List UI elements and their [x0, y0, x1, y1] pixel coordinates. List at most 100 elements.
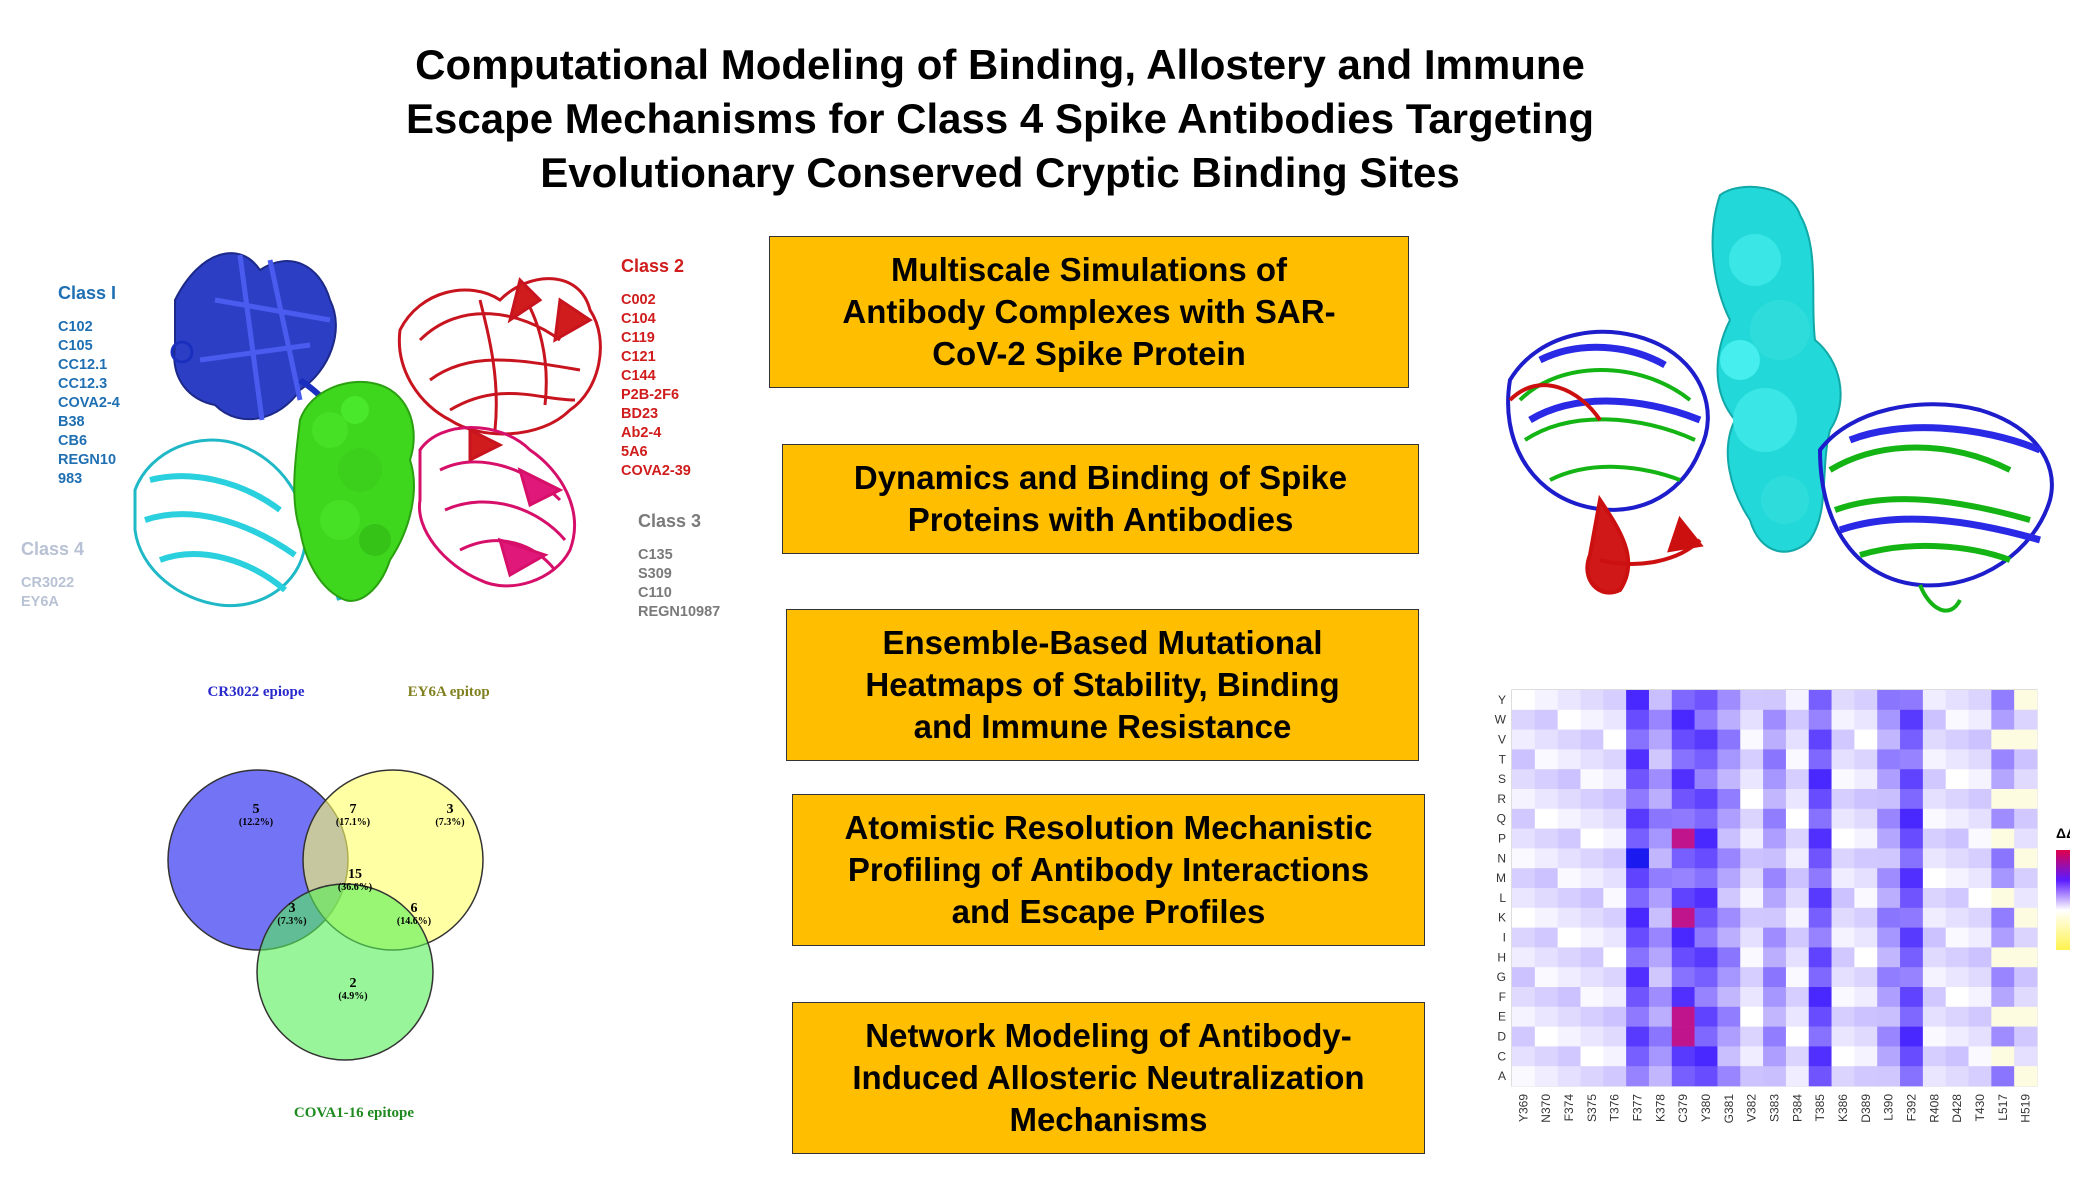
venn-region-pct: (17.1%)	[336, 817, 370, 828]
heatmap-cell	[1763, 1026, 1787, 1047]
heatmap-cell	[1785, 967, 1810, 988]
heatmap-cell	[1785, 1006, 1810, 1027]
heatmap-cell	[1785, 848, 1810, 869]
box-line: Mechanisms	[1009, 1101, 1208, 1138]
heatmap-cell	[1831, 967, 1855, 988]
heatmap-col-label: R408	[1927, 1094, 1941, 1123]
heatmap-cell	[1648, 789, 1673, 810]
heatmap-col-label: K386	[1836, 1094, 1850, 1122]
left-antibody-ribbons	[1506, 329, 1710, 595]
heatmap-cell	[1945, 947, 1969, 968]
heatmap-cell	[1603, 947, 1627, 968]
heatmap-cell	[1900, 789, 1924, 810]
class1-list: C102 C105 CC12.1 CC12.3 COVA2-4 B38 CB6 …	[58, 318, 120, 489]
heatmap-cell	[1671, 1066, 1695, 1087]
box-line: Antibody Complexes with SAR-	[842, 293, 1336, 330]
heatmap-cell	[1512, 868, 1536, 889]
heatmap-cell	[1900, 967, 1924, 988]
heatmap-cell	[1740, 828, 1764, 849]
heatmap-row-label: F	[1499, 990, 1506, 1004]
heatmap-cell	[1922, 828, 1946, 849]
heatmap-cell	[1900, 729, 1924, 750]
heatmap-cell	[1991, 967, 2015, 988]
heatmap-cell	[1991, 987, 2015, 1008]
heatmap-cell	[1945, 729, 1969, 750]
heatmap-cell	[1717, 987, 1741, 1008]
heatmap-cell	[1626, 729, 1650, 750]
heatmap-cell	[1968, 808, 1992, 829]
heatmap-cell	[1922, 1046, 1946, 1067]
box-multiscale-simulations: Multiscale Simulations of Antibody Compl…	[769, 236, 1409, 388]
heatmap-cell	[1557, 927, 1581, 948]
heatmap-cell	[1831, 769, 1855, 790]
heatmap-cell	[1603, 729, 1627, 750]
heatmap-cell	[1626, 709, 1650, 730]
heatmap-cell	[1534, 769, 1558, 790]
class1-item: B38	[58, 414, 85, 430]
heatmap-cell	[1603, 1026, 1627, 1047]
heatmap-cell	[1603, 848, 1627, 869]
heatmap-cell	[1877, 789, 1901, 810]
class2-item: BD23	[621, 406, 659, 422]
heatmap-cell	[1991, 868, 2015, 889]
heatmap-cell	[1557, 690, 1581, 711]
class2-antibody-ribbon	[397, 277, 602, 463]
heatmap-cell	[1626, 769, 1650, 790]
heatmap-cell	[1694, 987, 1718, 1008]
heatmap-cell	[1717, 848, 1741, 869]
heatmap-cell	[1945, 789, 1969, 810]
heatmap-cell	[1717, 1046, 1741, 1067]
venn-diagram: CR3022 epiope EY6A epitope COVA1-16 epit…	[167, 684, 490, 1121]
class2-item: C121	[621, 349, 656, 365]
heatmap-col-label: N370	[1539, 1094, 1553, 1123]
venn-region-pct: (7.3%)	[435, 817, 464, 828]
heatmap-row-label: N	[1497, 851, 1506, 865]
heatmap-cell	[1694, 789, 1718, 810]
heatmap-cell	[1808, 888, 1832, 909]
heatmap-cell	[1671, 907, 1695, 928]
heatmap-cell	[1557, 947, 1581, 968]
heatmap-cell	[2014, 769, 2038, 790]
heatmap-cell	[1717, 927, 1741, 948]
venn-region-count: 7	[350, 802, 357, 817]
heatmap-cell	[1877, 808, 1901, 829]
heatmap-cell	[1717, 967, 1741, 988]
heatmap-cell	[1694, 808, 1718, 829]
heatmap-cell	[1512, 749, 1536, 770]
heatmap-cell	[1740, 729, 1764, 750]
heatmap-cell	[1671, 828, 1695, 849]
heatmap-cell	[1626, 828, 1650, 849]
venn-region-pct: (12.2%)	[239, 817, 273, 828]
heatmap-cell	[1945, 690, 1969, 711]
heatmap-cell	[1534, 967, 1558, 988]
heatmap-cell	[1580, 868, 1604, 889]
page-title: Computational Modeling of Binding, Allos…	[300, 38, 1700, 200]
box-line: Ensemble-Based Mutational	[882, 624, 1323, 661]
heatmap-cell	[1694, 769, 1718, 790]
heatmap-cell	[1671, 848, 1695, 869]
class2-item: 5A6	[621, 444, 648, 460]
heatmap-cell	[1991, 828, 2015, 849]
heatmap-cell	[1740, 967, 1764, 988]
heatmap-cell	[1922, 808, 1946, 829]
heatmap-cell	[1808, 789, 1832, 810]
heatmap-cell	[1740, 987, 1764, 1008]
heatmap-cell	[1512, 927, 1536, 948]
heatmap-cell	[1512, 690, 1536, 711]
heatmap-cell	[1557, 967, 1581, 988]
heatmap-cell	[1854, 967, 1878, 988]
heatmap-cell	[1968, 868, 1992, 889]
heatmap-cell	[1557, 1066, 1581, 1087]
heatmap-cell	[2014, 690, 2038, 711]
heatmap-cell	[1603, 927, 1627, 948]
heatmap-cell	[1671, 1026, 1695, 1047]
heatmap-cell	[1991, 907, 2015, 928]
heatmap-cell	[1512, 987, 1536, 1008]
heatmap-cell	[1900, 769, 1924, 790]
heatmap-cell	[1991, 729, 2015, 750]
heatmap-cell	[1694, 1026, 1718, 1047]
heatmap-row-label: S	[1498, 772, 1506, 786]
heatmap-legend-bar	[2056, 850, 2070, 950]
heatmap-row-label: I	[1503, 931, 1506, 945]
heatmap-cell	[1922, 947, 1946, 968]
